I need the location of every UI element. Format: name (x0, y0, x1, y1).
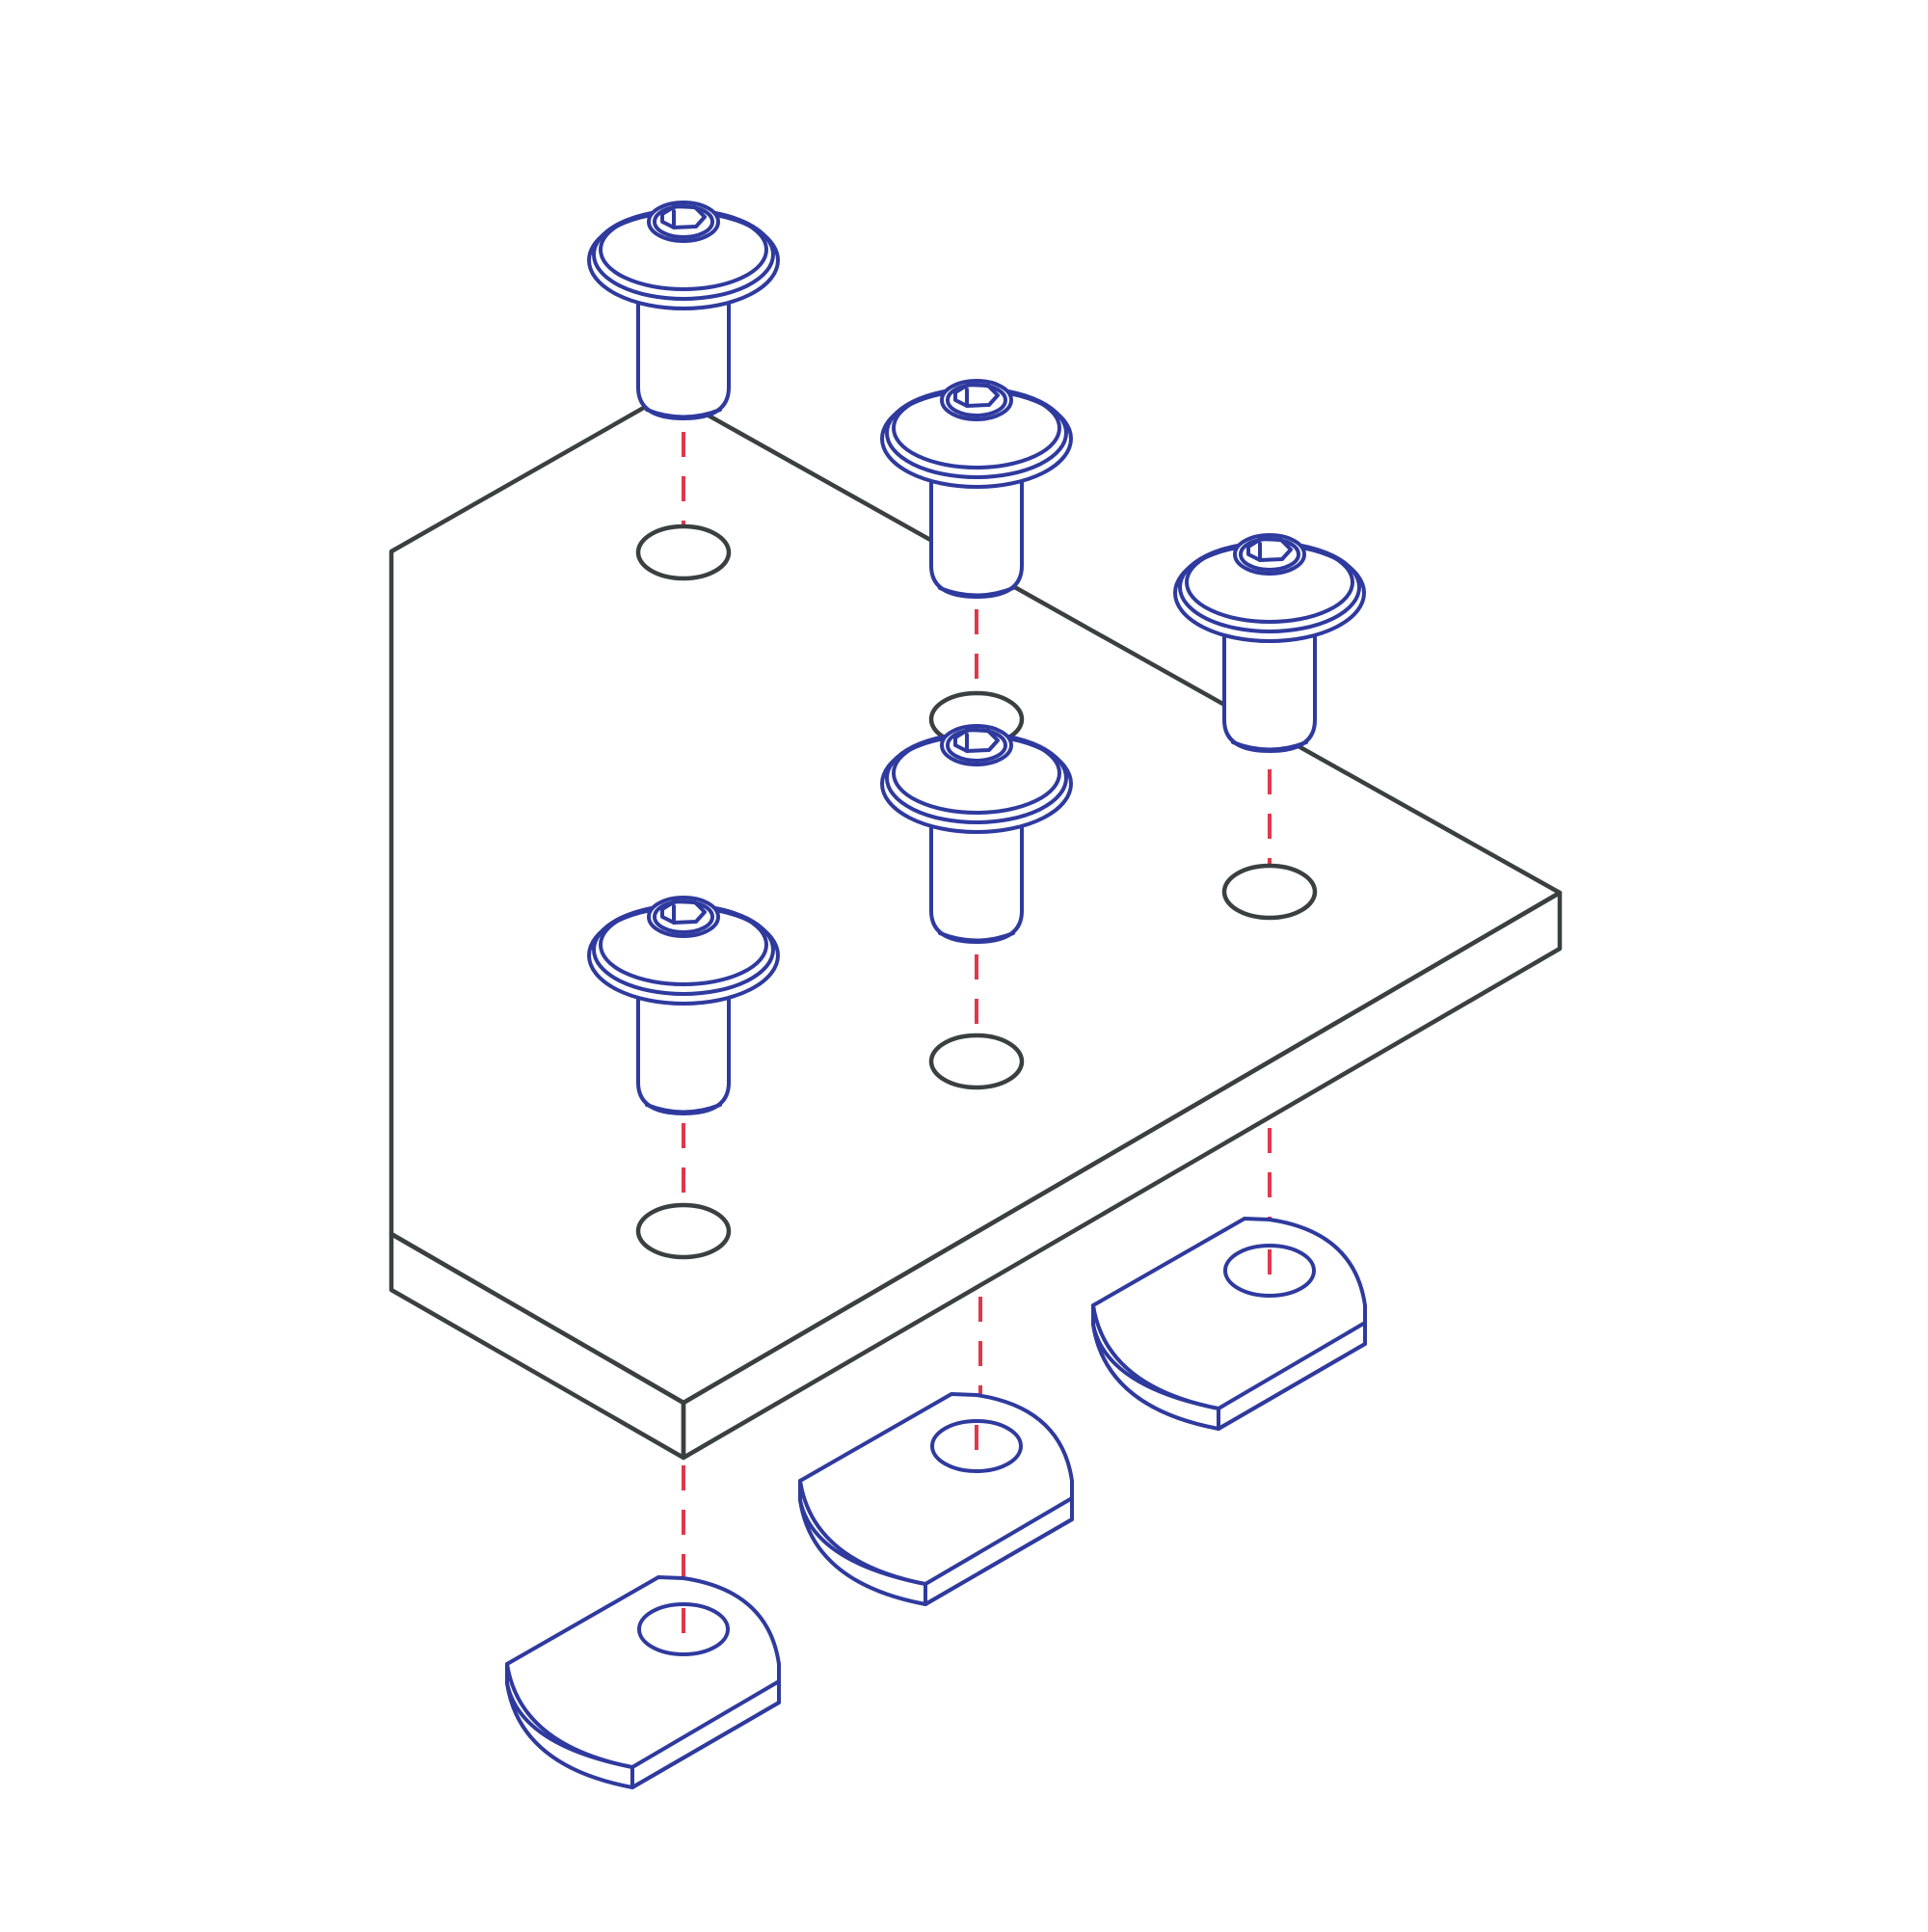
screw-tip-edge (645, 1103, 722, 1114)
plate-front-edge-right (681, 890, 1563, 1461)
t-nut-bottom-edge (1091, 1323, 1367, 1431)
t-nut-2 (798, 1392, 1074, 1606)
hex-socket-hexagon (1246, 537, 1293, 562)
screw-tip-edge (645, 408, 722, 419)
hex-socket-hexagon (660, 204, 707, 229)
screw-tip-edge (938, 931, 1015, 943)
screw-4 (880, 724, 1073, 944)
hex-socket-hexagon (953, 383, 1000, 408)
t-nut-1 (505, 1575, 781, 1789)
plate-hole-4 (928, 1033, 1025, 1090)
screws (587, 201, 1366, 1115)
hex-socket-hexagon (660, 899, 707, 925)
plate-hole-5 (635, 1202, 732, 1260)
t-nuts (505, 1217, 1367, 1789)
plate-front-edge-left (388, 1231, 686, 1461)
t-nut-3 (1091, 1217, 1367, 1431)
screw-tip-edge (1231, 740, 1308, 752)
screw-1 (587, 201, 780, 420)
hex-socket-hexagon (953, 728, 1000, 753)
t-nut-bottom-edge (505, 1681, 781, 1789)
screw-tip-edge (938, 586, 1015, 598)
screw-3 (1173, 533, 1366, 753)
screw-2 (880, 379, 1073, 599)
plate-hole-1 (635, 523, 732, 581)
screw-5 (587, 896, 780, 1115)
t-nut-bottom-edge (798, 1498, 1074, 1606)
plate-hole-3 (1221, 863, 1318, 921)
